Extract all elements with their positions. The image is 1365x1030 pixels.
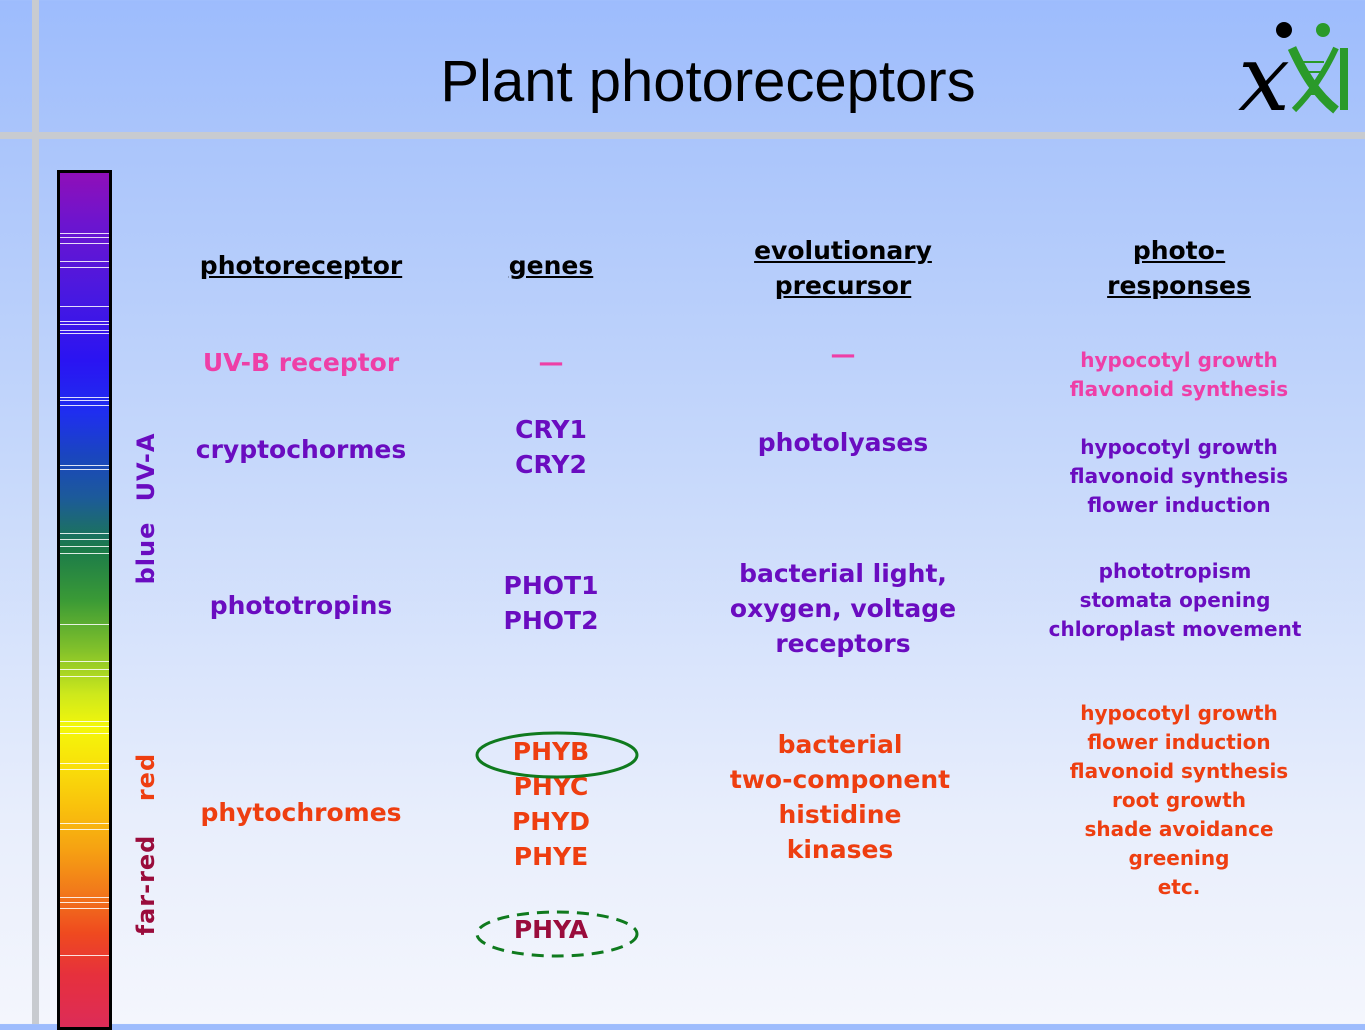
uvb-responses: hypocotyl growth flavonoid synthesis bbox=[1069, 348, 1289, 401]
cryptochrome-genes: CRY1 CRY2 bbox=[515, 415, 587, 479]
svg-text:x: x bbox=[1238, 25, 1290, 124]
phya-gene: PHYA bbox=[513, 915, 589, 944]
header-photoreceptor: photoreceptor bbox=[199, 251, 403, 280]
phytochrome-responses: hypocotyl growth flower induction flavon… bbox=[1069, 701, 1289, 899]
uvb-precursor: — bbox=[830, 340, 856, 369]
phytochrome-genes: PHYB PHYC PHYD PHYE bbox=[511, 737, 591, 871]
light-spectrum-bar bbox=[57, 170, 112, 1030]
cryptochrome-name: cryptochormes bbox=[195, 435, 407, 464]
phototropin-responses: phototropism stomata opening chloroplast… bbox=[1048, 559, 1302, 641]
phyb-highlight-oval bbox=[475, 731, 639, 779]
header-photo-responses: photo- responses bbox=[1107, 236, 1251, 300]
cryptochrome-responses: hypocotyl growth flavonoid synthesis flo… bbox=[1069, 435, 1289, 517]
cryptochrome-precursor: photolyases bbox=[757, 428, 929, 457]
uvb-receptor-name: UV-B receptor bbox=[202, 348, 400, 377]
left-divider-bar bbox=[32, 0, 39, 1024]
phya-highlight-oval bbox=[475, 910, 639, 958]
slide-title: Plant photoreceptors bbox=[440, 49, 976, 114]
header-evolutionary-precursor: evolutionary precursor bbox=[754, 236, 932, 300]
phototropin-precursor: bacterial light, oxygen, voltage recepto… bbox=[729, 559, 957, 658]
header-genes: genes bbox=[508, 251, 594, 280]
phototropin-name: phototropins bbox=[209, 591, 393, 620]
phytochrome-precursor: bacterial two-component histidine kinase… bbox=[729, 730, 951, 864]
uvb-genes: — bbox=[538, 348, 564, 377]
title-divider-bar bbox=[0, 132, 1365, 139]
phytochrome-name: phytochromes bbox=[200, 798, 402, 827]
phototropin-genes: PHOT1 PHOT2 bbox=[503, 571, 599, 635]
xii-logo-icon: x bbox=[1238, 22, 1348, 124]
